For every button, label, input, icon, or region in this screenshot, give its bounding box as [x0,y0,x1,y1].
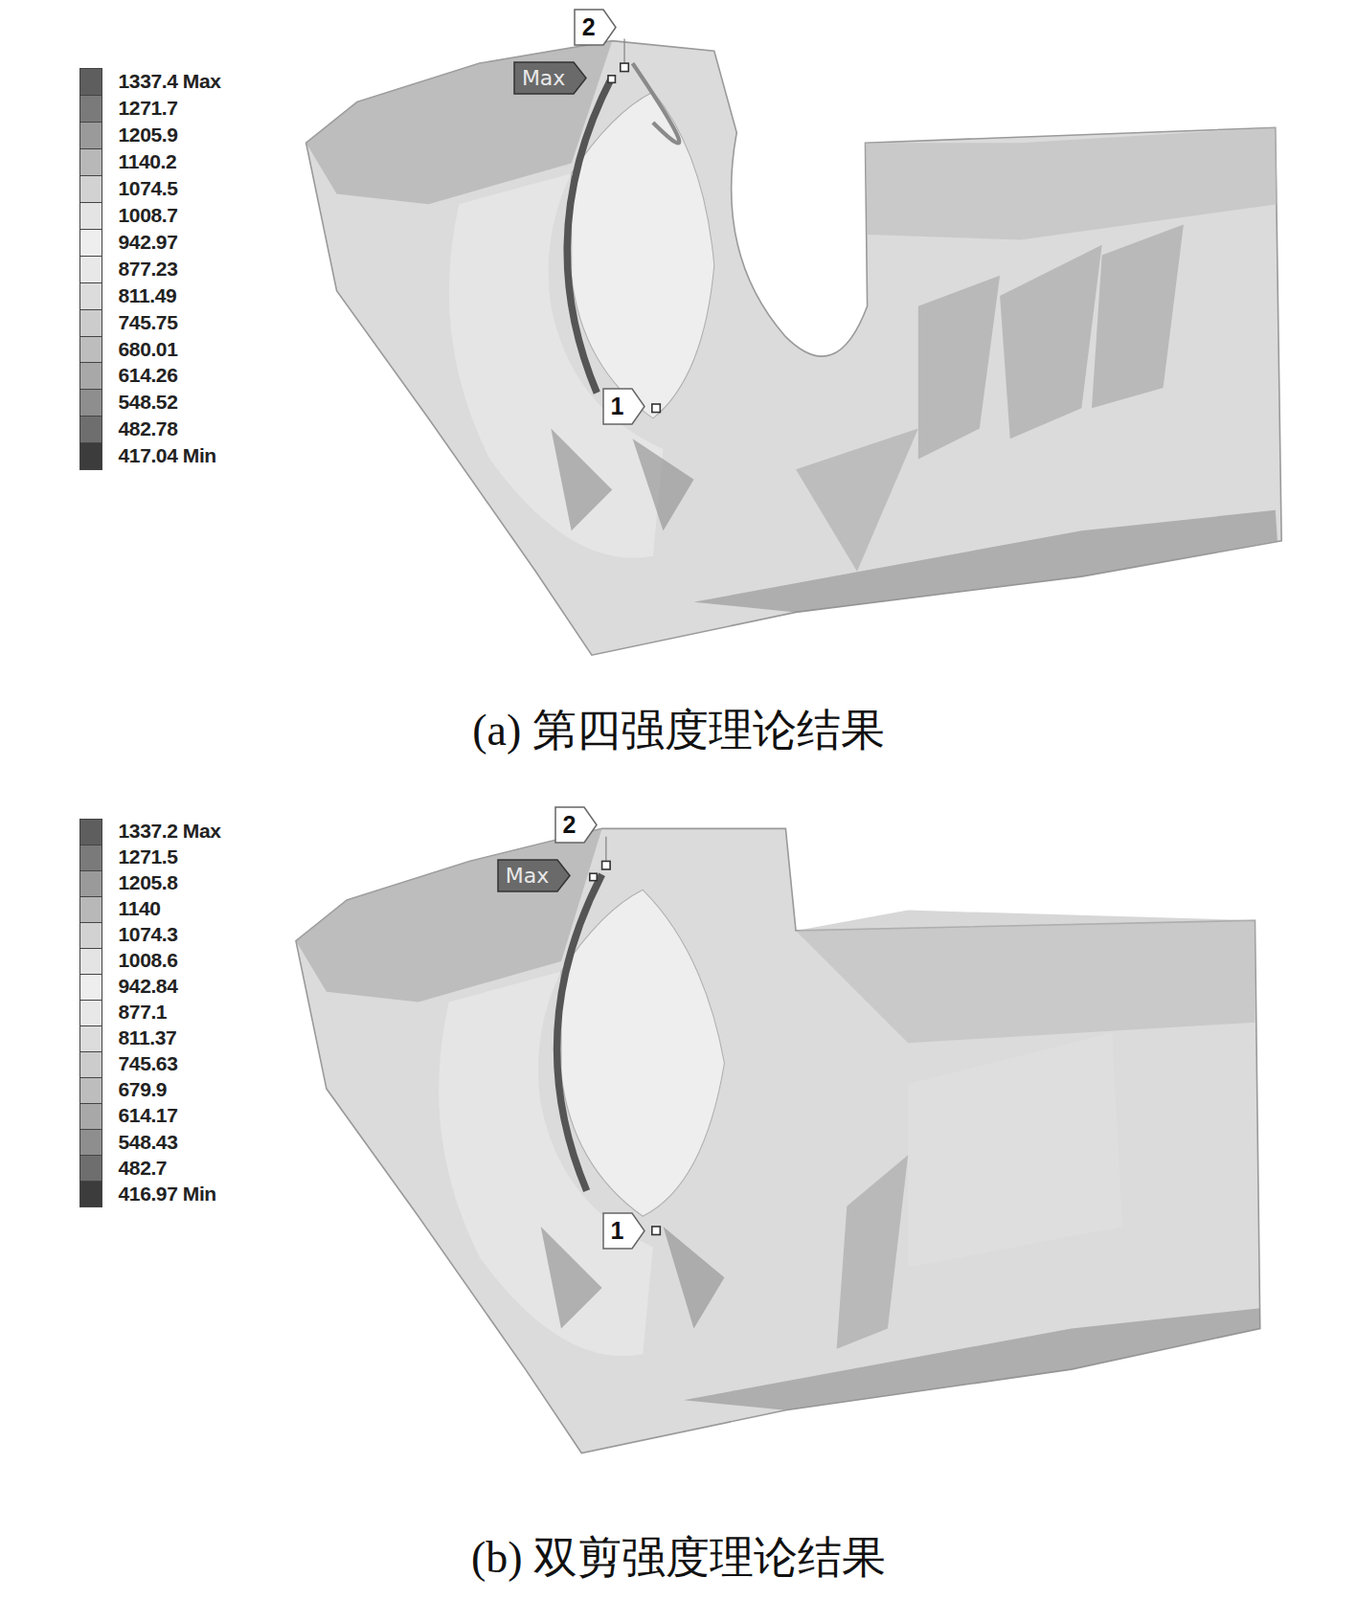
callout-number: 1 [610,1217,625,1245]
part-b [295,828,1261,1453]
legend-swatch [79,1103,102,1131]
callout-tag: 1 [602,1212,646,1250]
legend-value: 1205.9 [118,123,179,147]
legend-value: 1271.7 [118,96,179,120]
legend-swatch [79,361,102,390]
legend-value: 1140 [118,897,161,921]
legend-swatch [79,1154,102,1182]
legend-value: 548.43 [118,1130,179,1154]
legend-value: 1074.5 [118,177,179,201]
legend-swatch [79,1180,102,1208]
legend-value: 1140.2 [118,150,178,174]
callout-number: Max [521,66,566,91]
legend-value: 1008.6 [118,949,179,973]
legend-value: 680.01 [118,338,179,362]
legend-value: 1205.8 [118,871,179,895]
legend-swatch [79,999,102,1027]
legend-swatch [79,255,102,284]
legend-swatch [79,388,102,417]
legend-swatch [79,148,102,177]
legend-value: 942.97 [118,230,179,254]
legend-swatch [79,1025,102,1053]
legend-value: 1074.3 [118,923,179,947]
callout-tag: 1 [602,387,646,426]
legend-swatch [79,442,102,471]
legend-value: 482.7 [118,1156,168,1180]
legend-value: 614.17 [118,1104,179,1128]
legend-swatch [79,309,102,338]
callout-tag: 2 [573,8,617,46]
legend-swatch [79,336,102,364]
legend-value: 548.52 [118,390,179,414]
legend-swatch [79,228,102,257]
legend-swatch [79,67,102,96]
max-callout: Max [513,61,588,95]
legend-swatch [79,1077,102,1105]
legend-value: 745.63 [118,1052,179,1076]
legend-value: 416.97 Min [118,1182,217,1206]
legend-value: 811.37 [118,1026,178,1050]
legend-swatch [79,844,102,872]
legend-swatch [79,282,102,311]
part-a [306,38,1283,656]
callout-tag: 2 [554,806,598,844]
legend-value: 745.75 [118,311,179,335]
legend-swatch [79,818,102,846]
legend-value: 417.04 Min [118,444,217,468]
legend-swatch [79,922,102,950]
legend-value: 942.84 [118,974,179,998]
legend-swatch [79,1129,102,1156]
legend-swatch [79,121,102,150]
legend-swatch [79,202,102,230]
legend-swatch [79,1051,102,1079]
legend-swatch [79,94,102,123]
callout-number: Max [505,863,549,888]
legend-value: 614.26 [118,363,179,387]
legend-value: 1008.7 [118,203,179,227]
panel-caption: (a) 第四强度理论结果 [472,701,885,761]
legend-value: 1337.2 Max [118,819,222,843]
legend-swatch [79,896,102,924]
legend-swatch [79,973,102,1001]
legend-value: 1271.5 [118,845,179,869]
legend-swatch [79,415,102,444]
panel-caption: (b) 双剪强度理论结果 [471,1528,886,1588]
callout-number: 2 [582,13,596,42]
legend-value: 877.23 [118,257,179,281]
legend-value: 482.78 [118,417,179,441]
legend-swatch [79,175,102,204]
legend-swatch [79,948,102,975]
legend-value: 877.1 [118,1000,168,1024]
legend-value: 1337.4 Max [118,69,222,93]
callout-number: 2 [563,811,577,839]
legend-swatch [79,870,102,898]
max-callout: Max [497,859,571,893]
callout-number: 1 [610,392,625,421]
legend-value: 679.9 [118,1078,168,1102]
legend-value: 811.49 [118,284,178,308]
